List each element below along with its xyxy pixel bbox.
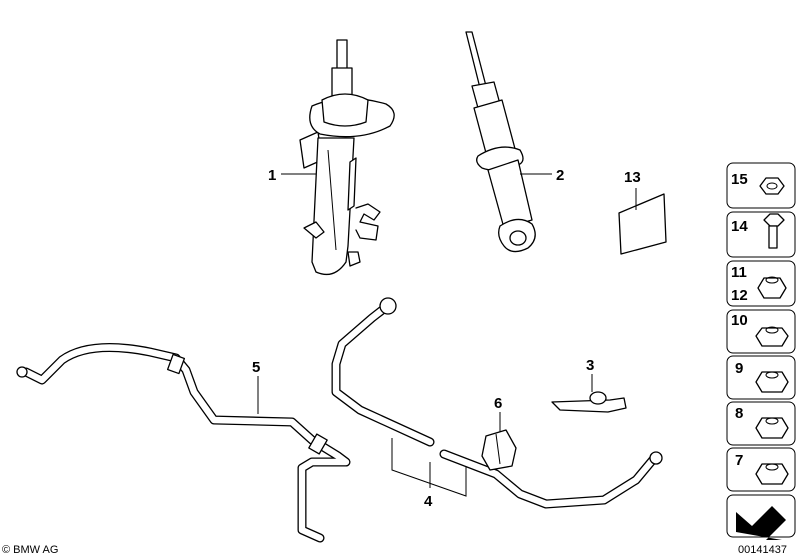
- self-locking-nut-icon: [757, 276, 787, 299]
- part-13-label[interactable]: [618, 193, 667, 255]
- hex-nut-icon: [759, 177, 785, 195]
- part-5-stabilizer-front[interactable]: [16, 343, 351, 543]
- flange-nut-icon: [755, 371, 789, 393]
- callout-5[interactable]: 5: [252, 359, 260, 376]
- part-6-rubber-mount[interactable]: [481, 429, 517, 471]
- box-9-label: 9: [735, 360, 743, 377]
- part-4-stabilizer-rear[interactable]: [331, 297, 663, 509]
- box-7-label: 7: [735, 452, 743, 469]
- callout-4[interactable]: 4: [424, 493, 433, 510]
- part-2-shock-absorber[interactable]: [465, 31, 536, 253]
- hex-bolt-icon: [763, 213, 785, 249]
- box-15-label: 15: [731, 171, 748, 188]
- copyright-text: © BMW AG: [2, 544, 58, 556]
- box-8-label: 8: [735, 405, 743, 422]
- flange-nut-icon: [755, 463, 789, 485]
- side-panel: 15 14 11 12 10 9 8: [726, 162, 796, 540]
- diagram-number: 00141437: [738, 544, 787, 556]
- callout-1[interactable]: 1: [268, 167, 276, 184]
- callout-6[interactable]: 6: [494, 395, 502, 412]
- flange-nut-icon: [755, 417, 789, 439]
- part-1-strut[interactable]: [299, 39, 395, 276]
- part-3-link[interactable]: [551, 391, 627, 413]
- callout-2[interactable]: 2: [556, 167, 564, 184]
- box-10-label: 10: [731, 312, 748, 329]
- callout-13[interactable]: 13: [624, 169, 641, 186]
- callout-3[interactable]: 3: [586, 357, 594, 374]
- arrow-icon: [736, 506, 786, 540]
- flange-nut-icon: [755, 326, 789, 347]
- box-12-label: 12: [731, 287, 748, 304]
- box-11-label: 11: [731, 264, 747, 281]
- box-14-label: 14: [731, 218, 748, 235]
